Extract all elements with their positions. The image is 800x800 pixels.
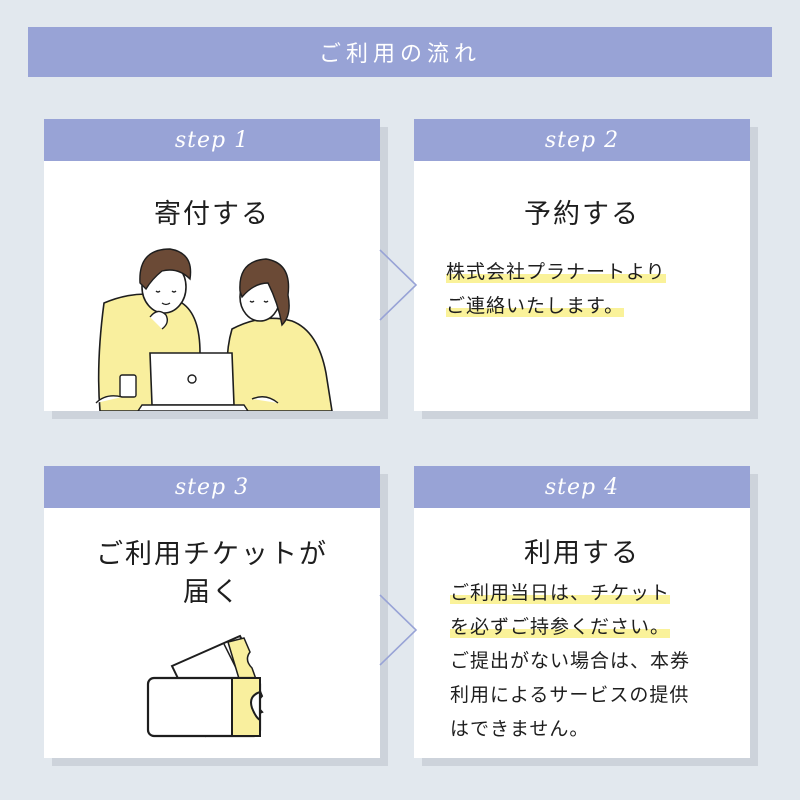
step-label-4: step 4 bbox=[414, 466, 750, 508]
step-body-line: ご利用当日は、チケット bbox=[450, 582, 671, 604]
step-title-2: 予約する bbox=[524, 199, 640, 230]
step-body-line: ご連絡いたします。 bbox=[446, 295, 625, 317]
step-label-3: step 3 bbox=[44, 466, 380, 508]
step-card-2: step 2 予約する 株式会社プラナートより ご連絡いたします。 bbox=[414, 119, 750, 411]
page-title-banner: ご利用の流れ bbox=[28, 27, 772, 77]
step-body-4: ご利用当日は、チケット を必ずご持参ください。 ご提出がない場合は、本券 利用に… bbox=[450, 576, 690, 746]
step-card-4: step 4 利用する ご利用当日は、チケット を必ずご持参ください。 ご提出が… bbox=[414, 466, 750, 758]
step-title-line: 届く bbox=[183, 577, 241, 608]
step-body-line: を必ずご持参ください。 bbox=[450, 616, 671, 638]
step-label-2: step 2 bbox=[414, 119, 750, 161]
step-body-2: 株式会社プラナートより ご連絡いたします。 bbox=[446, 255, 666, 323]
step-body-line: 利用によるサービスの提供 bbox=[450, 684, 690, 706]
arrow-right-icon bbox=[379, 594, 418, 666]
step-title-3: ご利用チケットが 届く bbox=[44, 536, 380, 612]
step-body-line: ご提出がない場合は、本券 bbox=[450, 650, 691, 672]
step-title-line: ご利用チケットが bbox=[96, 539, 328, 570]
step-title-4: 利用する bbox=[524, 538, 640, 569]
page-title: ご利用の流れ bbox=[318, 42, 481, 67]
arrow-right-icon bbox=[379, 249, 418, 321]
people-laptop-illustration bbox=[95, 248, 333, 411]
step-label-1: step 1 bbox=[44, 119, 380, 161]
step-body-line: はできません。 bbox=[450, 718, 590, 740]
step-card-1: step 1 寄付する bbox=[44, 119, 380, 411]
ticket-icon bbox=[146, 634, 264, 738]
step-body-line: 株式会社プラナートより bbox=[446, 261, 666, 283]
step-card-3: step 3 ご利用チケットが 届く bbox=[44, 466, 380, 758]
step-title-1: 寄付する bbox=[154, 199, 270, 230]
